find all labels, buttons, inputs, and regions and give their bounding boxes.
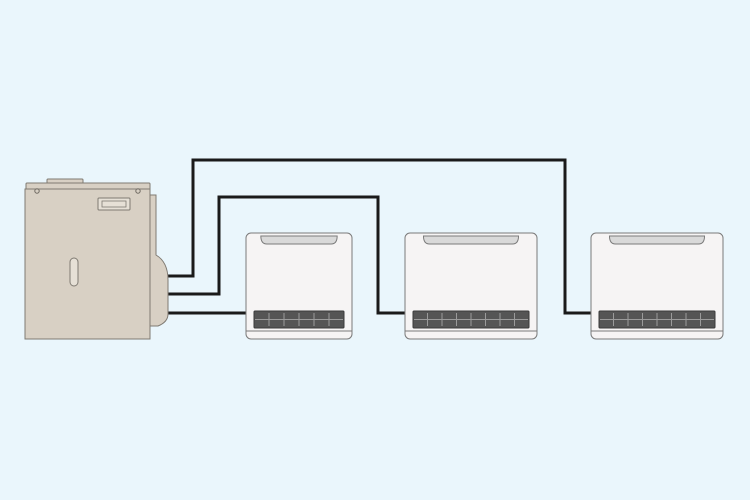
- heater-3: [590, 232, 724, 340]
- source-unit-screw-right: [135, 188, 141, 194]
- source-unit-display-panel: [97, 197, 131, 211]
- pipe-to-heater-3: [166, 158, 592, 315]
- heater-2: [404, 232, 538, 340]
- heater-top-vent: [422, 235, 520, 245]
- source-unit: [24, 178, 169, 340]
- source-unit-display-inner: [101, 200, 127, 208]
- heater-top-vent: [260, 235, 338, 245]
- heaters: [245, 232, 724, 340]
- source-unit-body: [24, 188, 151, 340]
- source-unit-screw-left: [34, 188, 40, 194]
- source-unit-side-housing: [147, 194, 169, 327]
- source-unit-handle: [69, 257, 79, 287]
- pipes: [166, 158, 592, 315]
- heater-1: [245, 232, 353, 340]
- heater-top-vent: [608, 235, 706, 245]
- pipe-to-heater-2: [166, 195, 406, 315]
